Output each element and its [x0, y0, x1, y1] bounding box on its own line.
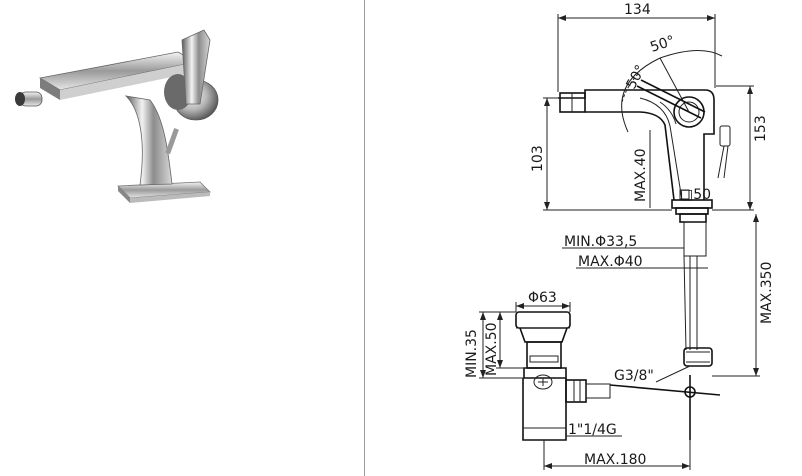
faucet-popup-rod — [165, 128, 179, 155]
dim-connection: G3/8" — [614, 368, 654, 384]
faucet-body — [124, 95, 173, 186]
waste-valve — [515, 311, 611, 441]
dim-min-hole: MIN.Φ33,5 — [564, 234, 637, 250]
square-base-marker — [679, 189, 690, 200]
dim-max350: MAX.350 — [759, 262, 775, 324]
dim-max-hole: MAX.Φ40 — [578, 254, 643, 270]
lever-angle-arcs — [621, 49, 723, 133]
dim-width-top: 134 — [624, 2, 651, 18]
dimension-arrows — [480, 15, 759, 469]
dim-waste-dia: Φ63 — [528, 290, 557, 306]
faucet-lever-handle — [181, 29, 211, 105]
dim-waste-thread: 1"1/4G — [568, 422, 617, 438]
dim-max180: MAX.180 — [584, 452, 646, 468]
dim-min35: MIN.35 — [464, 329, 480, 378]
divider-line — [364, 0, 365, 476]
dim-angle-b: 50° — [648, 33, 677, 56]
dim-max40-body: MAX.40 — [633, 148, 649, 202]
dim-max50: MAX.50 — [484, 322, 500, 376]
dim-square-base: □50 — [680, 187, 711, 203]
dimension-lines — [479, 14, 760, 470]
popup-linkage — [609, 375, 721, 440]
dim-height-total: 153 — [753, 115, 769, 142]
dim-height-spout: 103 — [530, 145, 546, 172]
tail-pipe — [675, 207, 713, 367]
product-photo — [15, 29, 219, 203]
